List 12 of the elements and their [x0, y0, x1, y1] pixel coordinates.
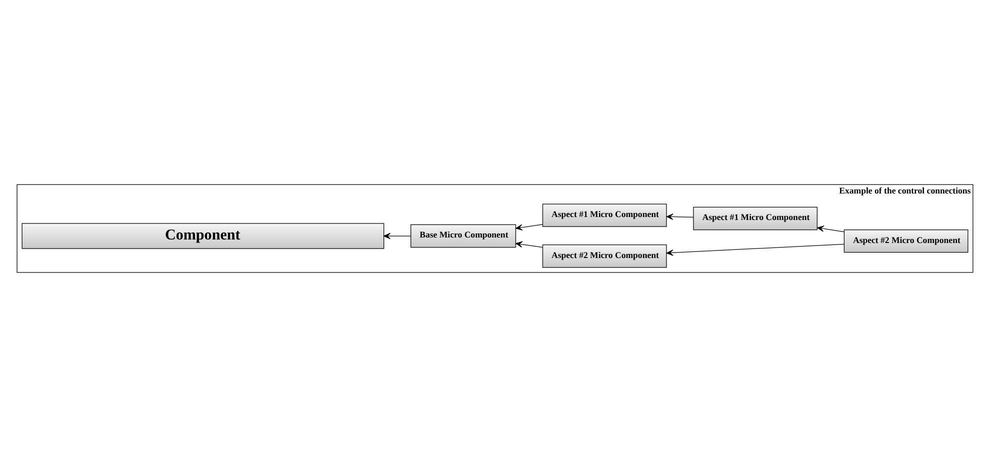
- node-box: Aspect #2 Micro Component: [542, 244, 666, 268]
- node-box: Base Micro Component: [410, 224, 516, 248]
- node-box: Component: [21, 223, 384, 249]
- node-box: Aspect #1 Micro Component: [692, 206, 817, 230]
- arrow: [816, 226, 844, 232]
- arrow: [515, 224, 542, 231]
- node-box: Aspect #2 Micro Component: [843, 229, 968, 253]
- arrow: [383, 232, 410, 240]
- arrow: [666, 244, 844, 256]
- node-box: Aspect #1 Micro Component: [542, 204, 666, 227]
- arrow: [666, 214, 694, 220]
- arrow: [515, 241, 542, 248]
